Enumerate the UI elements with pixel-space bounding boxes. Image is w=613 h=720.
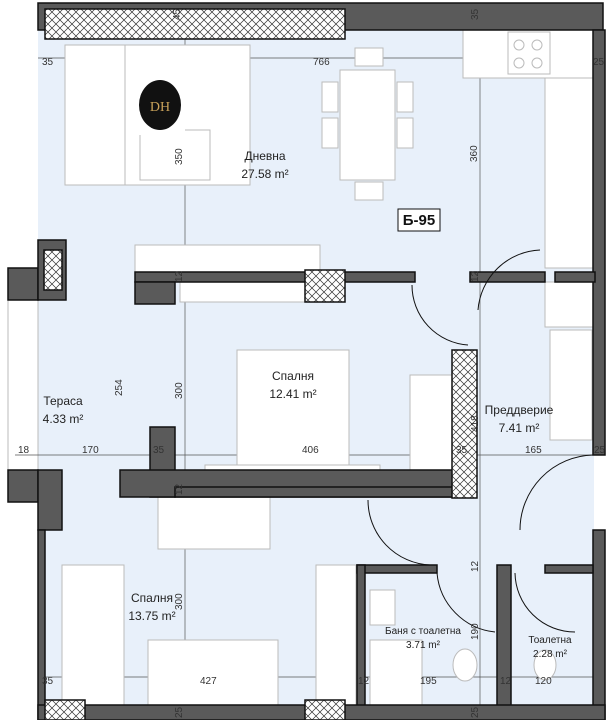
room-name: Тоалетна (528, 635, 572, 646)
dimension: 12 (500, 676, 512, 687)
toilet-2 (533, 649, 557, 681)
dimension: 25 (174, 706, 185, 718)
room-area: 4.33 m² (43, 412, 84, 426)
dimension: 195 (420, 676, 437, 687)
room-area: 12.41 m² (269, 387, 316, 401)
dimension: 45 (172, 8, 183, 20)
dimension: 120 (535, 676, 552, 687)
room-name: Спалня (131, 591, 173, 605)
room-name: Дневна (244, 149, 285, 163)
room-area: 2.28 m² (533, 649, 568, 660)
dimension: 35 (42, 676, 54, 687)
shower (369, 639, 423, 706)
wardrobe-bedroom1 (179, 281, 306, 303)
dining-table (339, 69, 396, 181)
washer (544, 281, 594, 328)
dimension: 350 (174, 148, 185, 165)
room-name: Преддверие (485, 403, 554, 417)
dimension: 418 (470, 415, 481, 432)
dimension: 360 (469, 145, 480, 162)
sofa-bed (147, 639, 279, 706)
dimension: 190 (470, 623, 481, 640)
svg-text:DH: DH (150, 100, 170, 115)
room-area: 7.41 m² (499, 421, 540, 435)
dimension: 12 (470, 270, 481, 282)
furniture (61, 29, 594, 706)
dimension: 300 (174, 382, 185, 399)
dimension: 12 (358, 676, 370, 687)
room-area: 13.75 m² (128, 609, 175, 623)
room-name: Спалня (272, 369, 314, 383)
dimension: 35 (470, 8, 481, 20)
brand-logo: DH (135, 80, 185, 135)
dimension: 35 (42, 57, 54, 68)
room-area: 3.71 m² (406, 640, 441, 651)
dimension: 406 (302, 445, 319, 456)
wardrobe-bedroom2 (315, 564, 357, 706)
dimension: 254 (114, 379, 125, 396)
dimension-labels: 45 35 35 766 25 350 360 254 300 18 170 3… (18, 8, 606, 718)
tv-cabinet (134, 244, 321, 273)
dimension: 35 (153, 445, 165, 456)
room-name: Тераса (43, 394, 83, 408)
dimension: 35 (456, 445, 468, 456)
dimension: 170 (82, 445, 99, 456)
room-labels: Дневна 27.58 m² Спалня 12.41 m² Тераса 4… (43, 149, 572, 660)
room-name: Баня с тоалетна (385, 626, 461, 637)
dimension: 766 (313, 57, 330, 68)
coffee-table (139, 129, 211, 181)
dimension: 25 (593, 57, 605, 68)
dimension: 12 (174, 483, 185, 495)
dimension: 25 (594, 445, 606, 456)
sink (369, 589, 396, 626)
stove (507, 31, 551, 75)
room-area: 27.58 m² (241, 167, 288, 181)
unit-label: Б-95 (403, 212, 435, 229)
dimension: 12 (470, 560, 481, 572)
dimension: 12 (174, 270, 185, 282)
dimension: 300 (174, 593, 185, 610)
dimension: 165 (525, 445, 542, 456)
terrace-floor (38, 300, 153, 470)
desk (157, 496, 271, 550)
unit-label-box (397, 208, 441, 232)
dimension: 18 (18, 445, 30, 456)
dimension: 25 (470, 706, 481, 718)
bed-bedroom2 (61, 564, 125, 706)
dimension: 427 (200, 676, 217, 687)
toilet (452, 648, 478, 682)
walls (7, 2, 606, 720)
doors (367, 249, 594, 633)
